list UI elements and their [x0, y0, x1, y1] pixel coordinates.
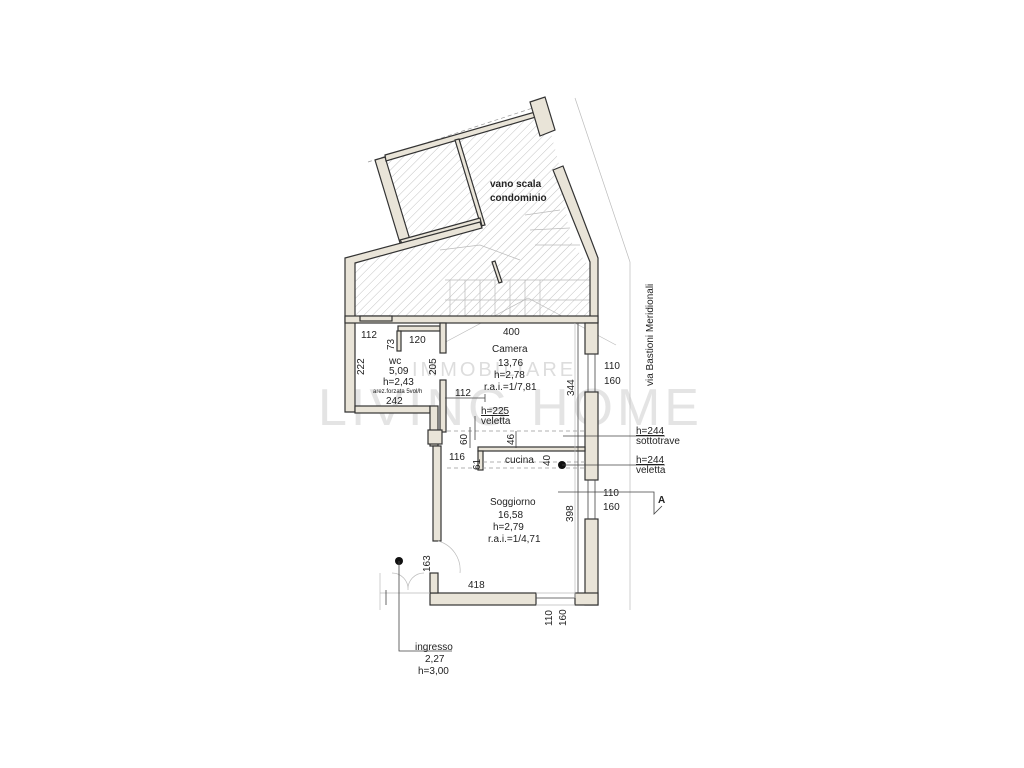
dim-120: 120	[409, 335, 426, 346]
note-veletta-244-t: veletta	[636, 465, 666, 476]
street-edge: via Bastioni Meridionali	[574, 97, 656, 610]
room-height: h=2,78	[494, 370, 525, 381]
dim-400: 400	[503, 327, 520, 338]
dim-242: 242	[386, 396, 403, 407]
watermark-line1: IMMOBILIARE	[412, 359, 576, 381]
dim-110c: 110	[544, 610, 555, 626]
dim-112b: 112	[455, 388, 471, 399]
room-area: 13,76	[498, 358, 523, 369]
note-sottotrave-h: h=244	[636, 426, 665, 437]
room-wc: wc 5,09 h=2,43 arez.forzata 5vol/h	[373, 356, 422, 395]
street-label: via Bastioni Meridionali	[645, 284, 656, 386]
room-name: wc	[388, 356, 401, 367]
stair-label-1: vano scala	[490, 179, 542, 190]
dim-61: 61	[472, 458, 483, 470]
note-veletta-225-h: h=225	[481, 406, 510, 417]
note-veletta-244-h: h=244	[636, 455, 665, 466]
dim-40: 40	[542, 454, 553, 466]
note-sottotrave-t: sottotrave	[636, 436, 680, 447]
section-marker-a: A	[558, 491, 665, 515]
dim-418: 418	[468, 580, 485, 591]
stair-label-2: condominio	[490, 193, 547, 204]
dim-160c: 160	[558, 609, 569, 626]
room-area: 2,27	[425, 654, 445, 665]
room-cucina: cucina	[505, 455, 534, 466]
dimensions: 400 112 120 73 222 205 242 112 344 110 1…	[356, 323, 621, 626]
room-ingresso: ingresso 2,27 h=3,00	[395, 557, 453, 677]
dim-73: 73	[386, 338, 397, 350]
room-name: ingresso	[415, 642, 453, 653]
room-rai: r.a.i.=1/7,81	[484, 382, 537, 393]
room-area: 5,09	[389, 366, 409, 377]
stair-steps	[439, 209, 590, 316]
section-label: A	[658, 495, 665, 506]
room-note: arez.forzata 5vol/h	[373, 389, 422, 395]
dim-160b: 160	[603, 502, 620, 513]
dim-110b: 110	[603, 488, 619, 499]
dim-205: 205	[428, 358, 439, 375]
dim-398: 398	[565, 505, 576, 522]
stair-area: vano scala condominio	[344, 96, 599, 413]
dim-110a: 110	[604, 361, 620, 372]
notes: h=225 veletta h=244 sottotrave h=244 vel…	[474, 406, 680, 476]
dim-222: 222	[356, 358, 367, 375]
room-height: h=2,79	[493, 522, 524, 533]
dim-116: 116	[449, 452, 465, 463]
note-veletta-225-t: veletta	[481, 416, 511, 427]
dim-344: 344	[566, 379, 577, 396]
room-name: Soggiorno	[490, 497, 536, 508]
dim-160a: 160	[604, 376, 621, 387]
room-area: 16,58	[498, 510, 523, 521]
dim-46: 46	[506, 433, 517, 445]
room-height: h=2,43	[383, 377, 414, 388]
dim-112: 112	[361, 330, 377, 341]
room-soggiorno: Soggiorno 16,58 h=2,79 r.a.i.=1/4,71	[488, 497, 541, 545]
room-camera: Camera 13,76 h=2,78 r.a.i.=1/7,81	[484, 344, 537, 393]
walls	[344, 315, 599, 606]
room-rai: r.a.i.=1/4,71	[488, 534, 541, 545]
room-height: h=3,00	[418, 666, 449, 677]
dim-60: 60	[459, 433, 470, 445]
room-name: Camera	[492, 344, 528, 355]
dim-163: 163	[422, 555, 433, 572]
